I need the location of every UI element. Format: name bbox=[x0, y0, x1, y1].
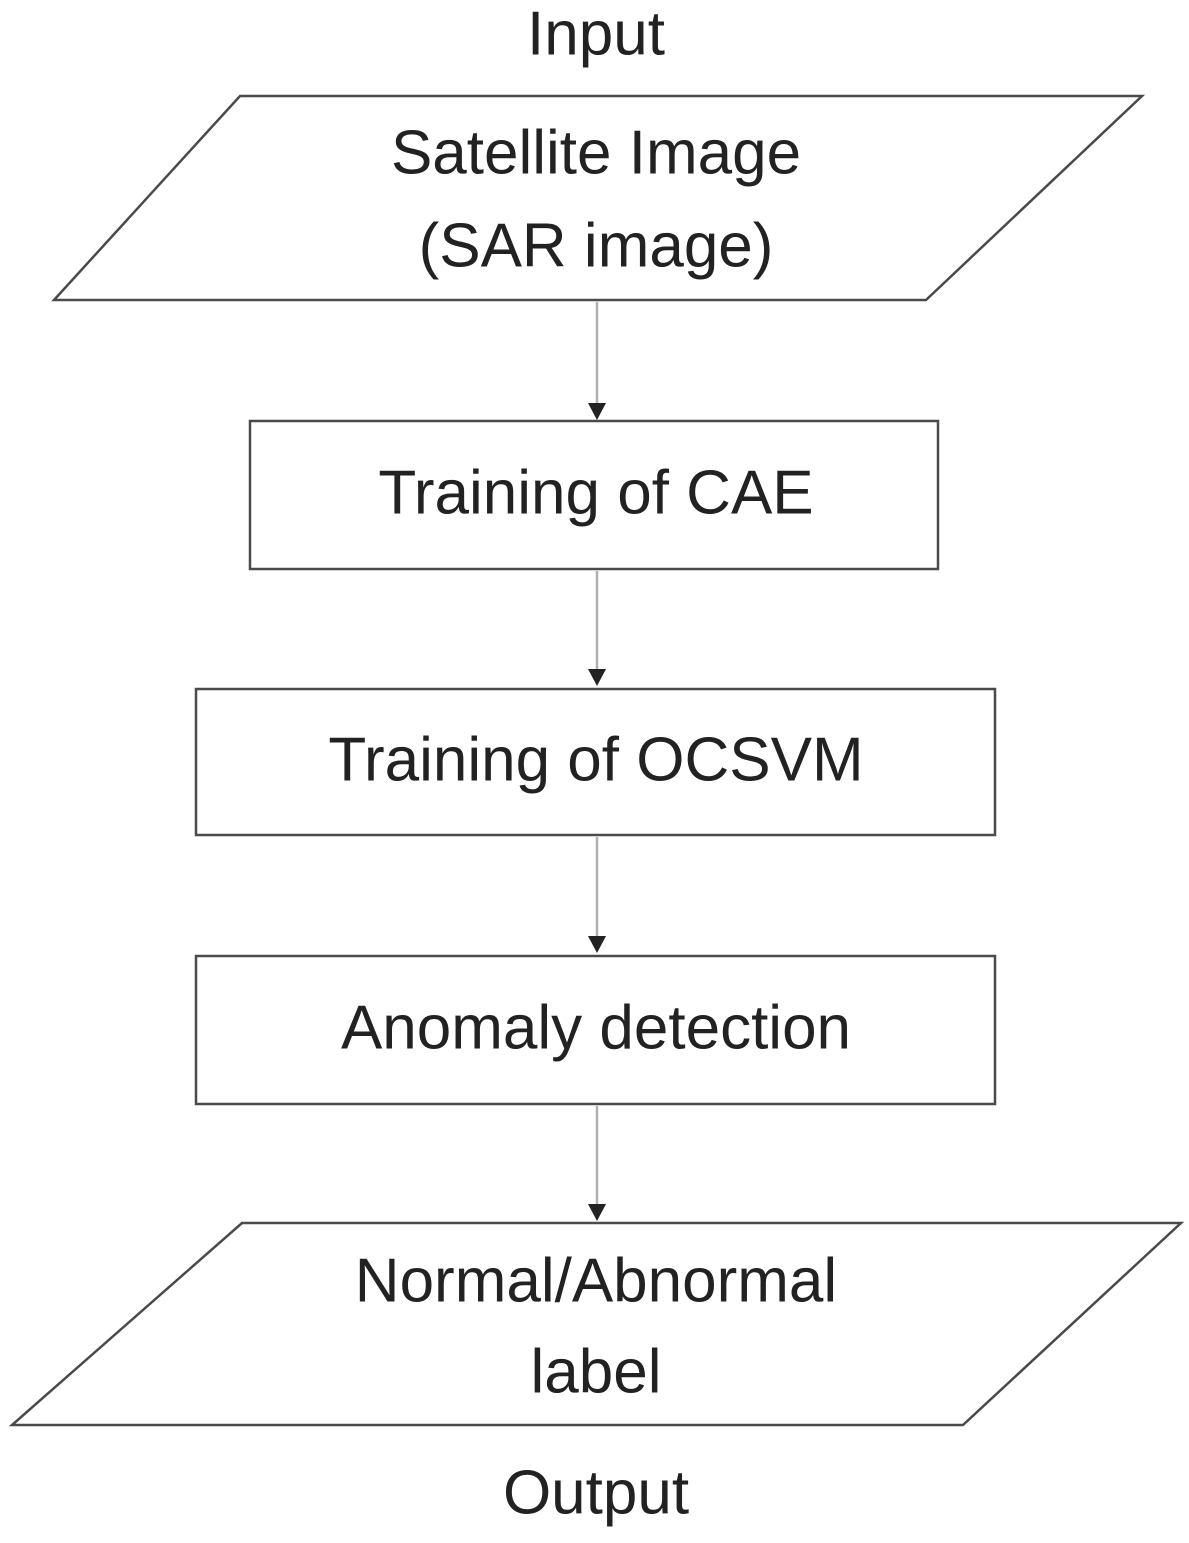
edge-anomaly-to-label bbox=[588, 1106, 606, 1221]
anomaly-detection-box bbox=[194, 954, 997, 1106]
satellite-image-line-1: Satellite Image bbox=[391, 118, 801, 187]
anomaly-detection-label: Anomaly detection bbox=[341, 993, 851, 1062]
satellite-image-line-2: (SAR image) bbox=[419, 211, 774, 280]
training-ocsvm-label: Training of OCSVM bbox=[328, 725, 863, 794]
training-cae-label: Training of CAE bbox=[378, 458, 813, 527]
node-training-cae: Training of CAE bbox=[248, 419, 940, 571]
training-cae-box bbox=[248, 419, 940, 571]
node-satellite-image: Satellite Image (SAR image) bbox=[51, 94, 1146, 302]
output-label: Output bbox=[503, 1458, 689, 1527]
satellite-image-parallelogram bbox=[51, 94, 1146, 302]
normal-abnormal-line-1: Normal/Abnormal bbox=[355, 1246, 837, 1315]
node-training-ocsvm: Training of OCSVM bbox=[194, 687, 997, 837]
arrow-head-icon bbox=[588, 403, 606, 420]
node-anomaly-detection: Anomaly detection bbox=[194, 954, 997, 1106]
normal-abnormal-line-2: label bbox=[531, 1337, 662, 1406]
edge-ocsvm-to-anomaly bbox=[588, 837, 606, 953]
arrow-head-icon bbox=[588, 669, 606, 686]
node-normal-abnormal-label: Normal/Abnormal label bbox=[8, 1221, 1185, 1427]
edge-satellite-to-cae bbox=[588, 302, 606, 420]
training-ocsvm-box bbox=[194, 687, 997, 837]
arrow-head-icon bbox=[588, 1204, 606, 1221]
input-label: Input bbox=[527, 0, 665, 68]
normal-abnormal-parallelogram bbox=[8, 1221, 1185, 1427]
edge-cae-to-ocsvm bbox=[588, 571, 606, 686]
arrow-head-icon bbox=[588, 936, 606, 953]
